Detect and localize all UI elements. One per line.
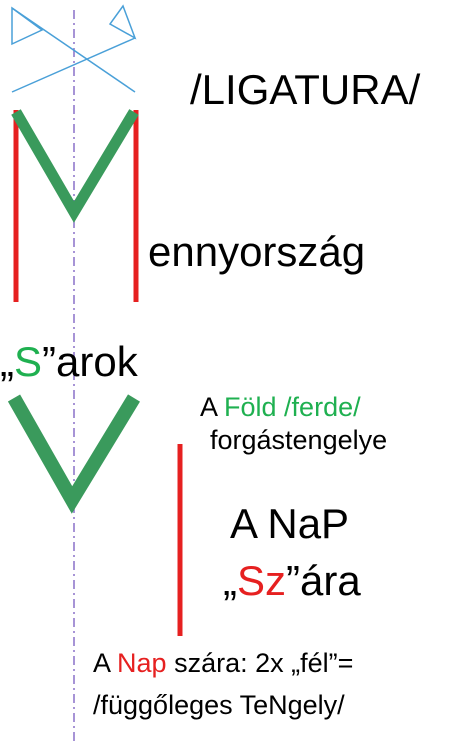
- nap-szara-line1: A Nap szára: 2x „fél”=: [93, 648, 353, 679]
- nap-open-quote: „: [223, 557, 237, 604]
- nap-label-line1: A NaP: [230, 500, 350, 547]
- fold-label-line2: forgástengelye: [210, 425, 388, 455]
- fold-pre: A: [200, 392, 225, 422]
- sarok-label: „S”arok: [0, 338, 138, 386]
- nap-szara-line2: /függőleges TeNgely/: [93, 690, 345, 720]
- mennyorszag-label: ennyország: [148, 228, 366, 275]
- fold-label-line1: A Föld /ferde/: [200, 392, 361, 423]
- sarok-rest: ”arok: [42, 338, 138, 385]
- nap-szara-pre: A: [93, 648, 118, 678]
- sarok-open-quote: „: [0, 338, 14, 385]
- ligatura-label: /LIGATURA/: [190, 66, 421, 113]
- m-green-v: [11, 109, 139, 223]
- nap-sz-letters: Sz: [237, 557, 287, 604]
- nap-label-line2: „Sz”ára: [223, 557, 361, 605]
- nap-szara-post: szára: 2x „fél”=: [166, 648, 354, 678]
- sarok-s-letter: S: [14, 338, 43, 385]
- lower-green-v: [7, 394, 140, 514]
- nap-szara-nap-word: Nap: [117, 648, 167, 678]
- crossed-arrows-icon: [11, 4, 137, 93]
- fold-word: Föld /ferde/: [224, 392, 361, 422]
- nap-rest: ”ára: [286, 557, 361, 604]
